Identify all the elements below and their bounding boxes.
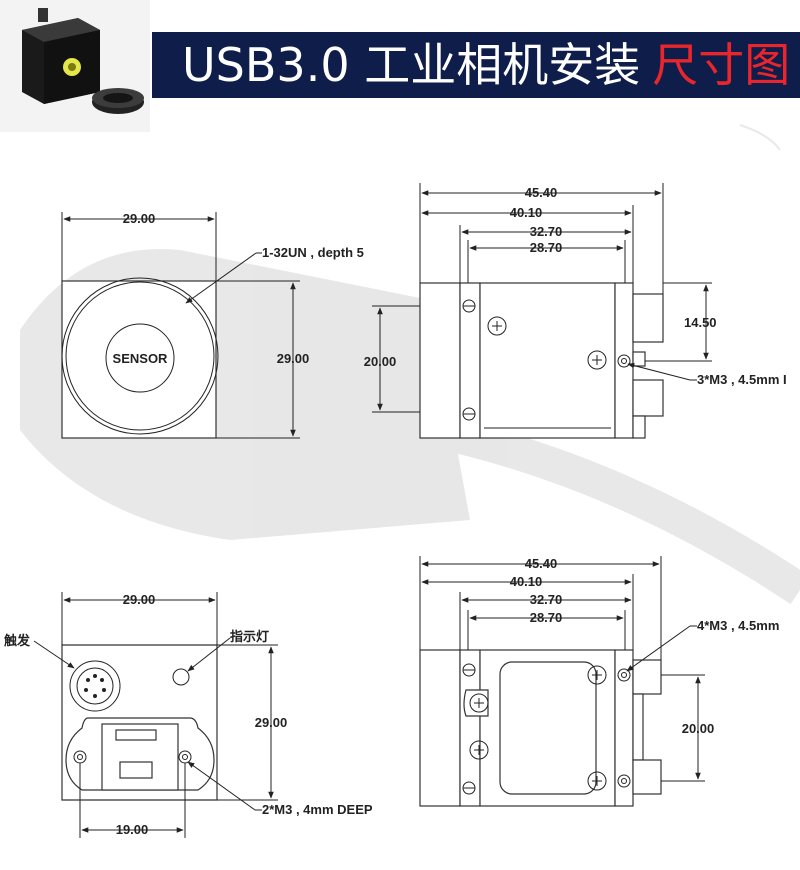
- top-hole-note: 3*M3 , 4.5mm I: [697, 372, 787, 387]
- title-highlight: 尺寸图: [652, 38, 791, 92]
- top-dim-4: 28.70: [530, 240, 563, 255]
- thread-note: 1-32UN , depth 5: [262, 245, 364, 260]
- top-height-label: 20.00: [364, 354, 397, 369]
- title-banner: [152, 32, 800, 98]
- front-width-label: 29.00: [123, 211, 156, 226]
- bottom-dim-3: 32.70: [530, 592, 563, 607]
- indicator-label: 指示灯: [230, 629, 269, 644]
- bottom-dim-total: 45.40: [525, 556, 558, 571]
- rear-hole-note: 2*M3 , 4mm DEEP: [262, 802, 373, 817]
- bottom-hole-note: 4*M3 , 4.5mm: [697, 618, 779, 633]
- trigger-label: 触发: [3, 633, 31, 648]
- top-dim-3: 32.70: [530, 224, 563, 239]
- title-main: USB3.0 工业相机安装: [182, 38, 641, 92]
- top-dim-total: 45.40: [525, 185, 558, 200]
- top-right-label: 14.50: [684, 315, 717, 330]
- camera-photo: [0, 0, 150, 132]
- bottom-height-label: 20.00: [682, 721, 715, 736]
- sensor-label: SENSOR: [113, 351, 169, 366]
- rear-view: 29.00 29.00 19.00 触发 指示灯 2*M3 , 4mm DEEP: [3, 592, 373, 838]
- rear-bottom-label: 19.00: [116, 822, 149, 837]
- front-height-label: 29.00: [277, 351, 310, 366]
- rear-height-label: 29.00: [255, 715, 288, 730]
- rear-width-label: 29.00: [123, 592, 156, 607]
- bottom-dim-4: 28.70: [530, 610, 563, 625]
- side-view-bottom: 45.40 40.10 32.70 28.70 20.00 4*M3 , 4.5…: [419, 556, 779, 807]
- page-title: USB3.0 工业相机安装尺寸图: [182, 30, 790, 100]
- front-view: SENSOR 29.00 29.00 1-32UN , depth 5: [61, 211, 364, 439]
- top-dim-2: 40.10: [510, 205, 543, 220]
- bottom-dim-2: 40.10: [510, 574, 543, 589]
- side-view-top: 45.40 40.10 32.70 28.70 20.00 14.50 3*M3…: [364, 183, 787, 439]
